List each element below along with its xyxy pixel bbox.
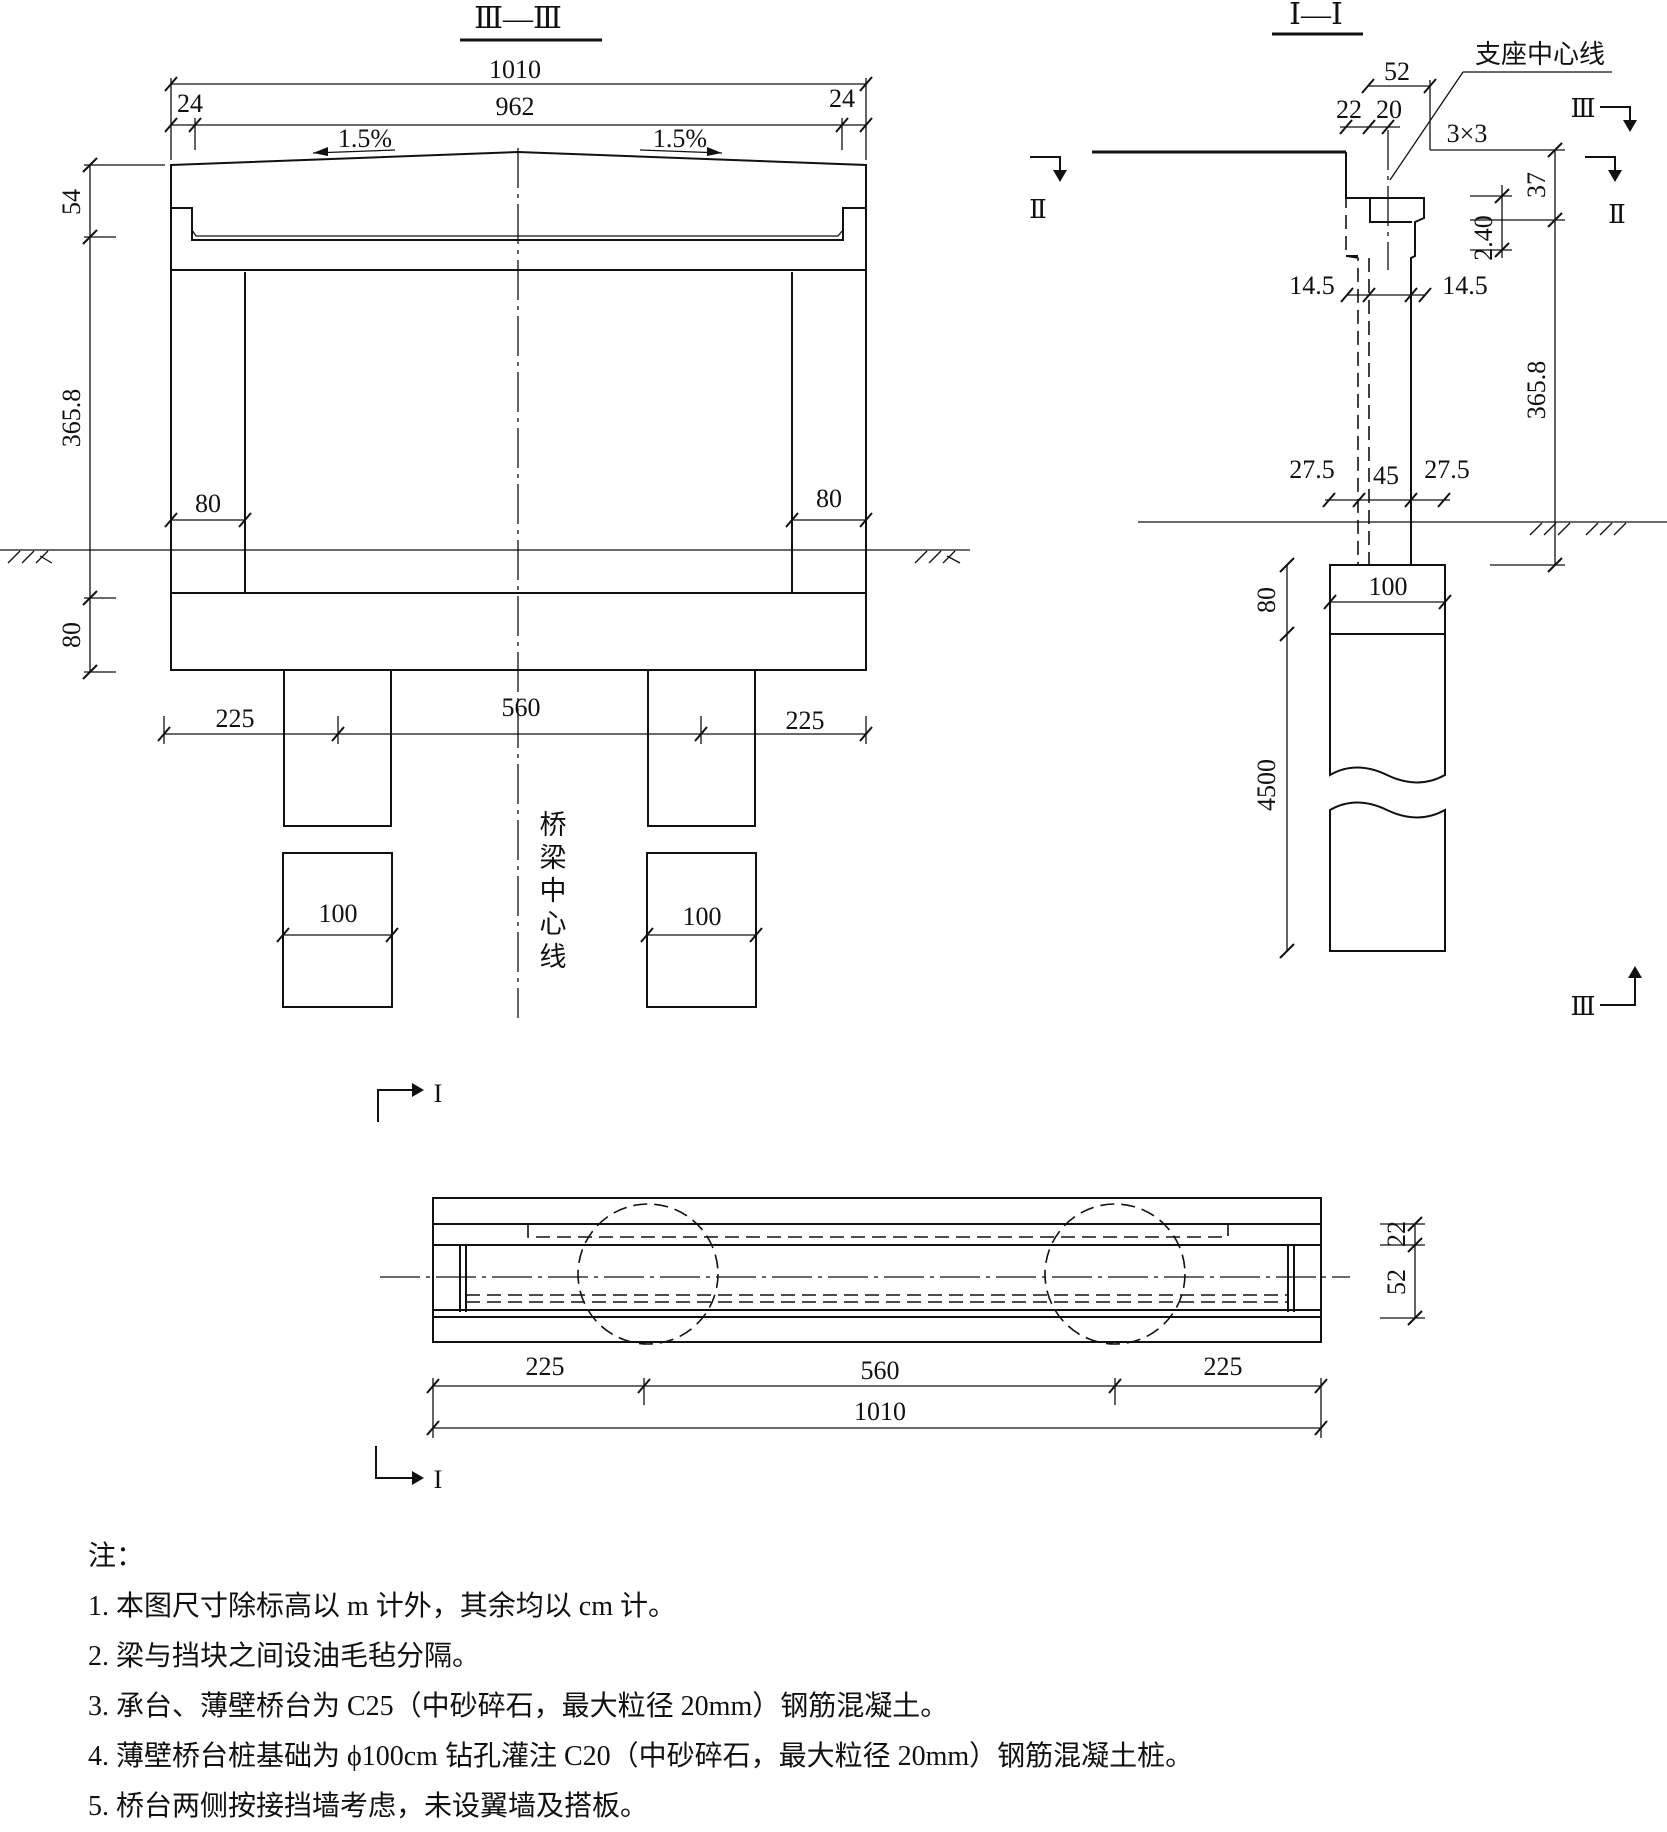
- cut-I-bottom-label: I: [434, 1465, 443, 1494]
- note-item: 2. 梁与挡块之间设油毛毡分隔。: [88, 1641, 481, 1672]
- cap-beam-recess-inner: [191, 229, 844, 237]
- plan-pile-left: [577, 1203, 719, 1345]
- bearing-leader: [1389, 71, 1464, 181]
- plan-offset-right: 225: [1204, 1352, 1243, 1381]
- front-view-title: Ⅲ—Ⅲ: [474, 2, 562, 35]
- plan-outline: [432, 1197, 1322, 1343]
- front-edge-left: 24: [177, 89, 203, 118]
- notes-title: 注：: [88, 1541, 145, 1572]
- front-pile-right-lower: [646, 852, 757, 1008]
- side-view: Ⅰ—Ⅰ 支座中心线 52 22 20 3×3: [1029, 0, 1667, 1021]
- front-wall-thickness-right: 80: [816, 484, 842, 513]
- side-dim-145-right: 14.5: [1442, 271, 1488, 300]
- plan-hidden-seat: [527, 1224, 1229, 1238]
- side-view-title: Ⅰ—Ⅰ: [1289, 0, 1343, 31]
- plan-overall: 1010: [854, 1397, 906, 1426]
- plan-pile-right: [1044, 1203, 1186, 1345]
- front-inner-width: 962: [496, 92, 535, 121]
- cut-II-left-marker: [1030, 156, 1061, 173]
- side-ground-hatch: [1529, 522, 1627, 536]
- cut-I-bottom-marker: [375, 1446, 412, 1479]
- front-pile-dia-left: 100: [319, 899, 358, 928]
- cut-II-right-marker: [1585, 156, 1616, 173]
- cap-beam-recess: [171, 207, 866, 241]
- front-view: Ⅲ—Ⅲ 1010: [0, 2, 970, 1018]
- side-dim-275-left: 27.5: [1289, 455, 1335, 484]
- plan-offset-left: 225: [526, 1352, 565, 1381]
- cut-I-top-marker: [377, 1089, 412, 1122]
- side-pile-upper: [1329, 634, 1446, 784]
- front-pile-offset-right: 225: [786, 706, 825, 735]
- cut-II-right-label: Ⅱ: [1608, 200, 1626, 229]
- cut-II-left-label: Ⅱ: [1029, 195, 1047, 224]
- side-dim-37: 37: [1522, 172, 1551, 198]
- front-pile-spacing: 560: [502, 693, 541, 722]
- cut-III-top-marker: [1600, 106, 1631, 123]
- side-dim-22: 22: [1336, 95, 1362, 124]
- side-footing-width: 100: [1369, 572, 1408, 601]
- side-footing-height: 80: [1252, 587, 1281, 613]
- note-item: 3. 承台、薄壁桥台为 C25（中砂碎石，最大粒径 20mm）钢筋混凝土。: [88, 1691, 949, 1722]
- front-wall-thickness-left: 80: [195, 489, 221, 518]
- side-backwall-outline: [1345, 152, 1425, 565]
- cut-III-bottom-label: Ⅲ: [1570, 992, 1595, 1021]
- front-pile-right-upper: [647, 669, 756, 827]
- plan-dim-52: 52: [1382, 1269, 1411, 1295]
- side-wall-thk: 45: [1373, 461, 1399, 490]
- side-footing: [1329, 564, 1446, 635]
- plan-view: I I 22 52 225 560 225 1010: [375, 1079, 1425, 1494]
- front-pile-dia-right: 100: [683, 902, 722, 931]
- side-dim-145-left: 14.5: [1289, 271, 1335, 300]
- bearing-centerline-label: 支座中心线: [1475, 40, 1605, 70]
- cap-beam-outline: [170, 150, 867, 271]
- ground-hatch-left: [7, 550, 53, 564]
- front-pile-left-upper: [283, 669, 392, 827]
- side-dim-275-right: 27.5: [1424, 455, 1470, 484]
- side-dim-240: 2.40: [1469, 215, 1498, 261]
- slope-left-arrow: [313, 147, 328, 156]
- side-bearing-seat: [1369, 198, 1412, 223]
- cut-I-top-label: I: [434, 1079, 443, 1108]
- side-chamfer: 3×3: [1447, 119, 1488, 148]
- side-pile-length: 4500: [1252, 759, 1281, 811]
- side-dim-20: 20: [1376, 95, 1402, 124]
- notes: 注： 1. 本图尺寸除标高以 m 计外，其余均以 cm 计。 2. 梁与挡块之间…: [88, 1532, 1193, 1832]
- note-item: 4. 薄壁桥台桩基础为 ϕ100cm 钻孔灌注 C20（中砂碎石，最大粒径 20…: [88, 1741, 1194, 1772]
- ground-hatch-right: [914, 550, 961, 564]
- slope-right: 1.5%: [653, 124, 707, 153]
- note-item: 5. 桥台两侧按接挡墙考虑，未设翼墙及搭板。: [88, 1791, 649, 1822]
- front-wall-height: 365.8: [57, 389, 86, 448]
- plan-dim-22: 22: [1382, 1221, 1411, 1247]
- slope-right-arrow: [707, 147, 722, 156]
- cut-III-top-label: Ⅲ: [1570, 94, 1595, 123]
- slope-left: 1.5%: [338, 124, 392, 153]
- side-pile-lower: [1329, 801, 1446, 952]
- front-footing-height: 80: [57, 622, 86, 648]
- front-edge-right: 24: [829, 84, 855, 113]
- cut-III-bottom-marker: [1600, 975, 1636, 1006]
- front-cap-height: 54: [57, 189, 86, 215]
- front-overall-width: 1010: [489, 55, 541, 84]
- front-pile-left-lower: [282, 852, 393, 1008]
- front-pile-offset-left: 225: [216, 704, 255, 733]
- note-item: 1. 本图尺寸除标高以 m 计外，其余均以 cm 计。: [88, 1591, 676, 1622]
- side-wall-height: 365.8: [1522, 361, 1551, 420]
- side-top-width: 52: [1384, 57, 1410, 86]
- plan-spacing: 560: [861, 1356, 900, 1385]
- bridge-centerline-label: 桥梁中心线: [535, 810, 567, 975]
